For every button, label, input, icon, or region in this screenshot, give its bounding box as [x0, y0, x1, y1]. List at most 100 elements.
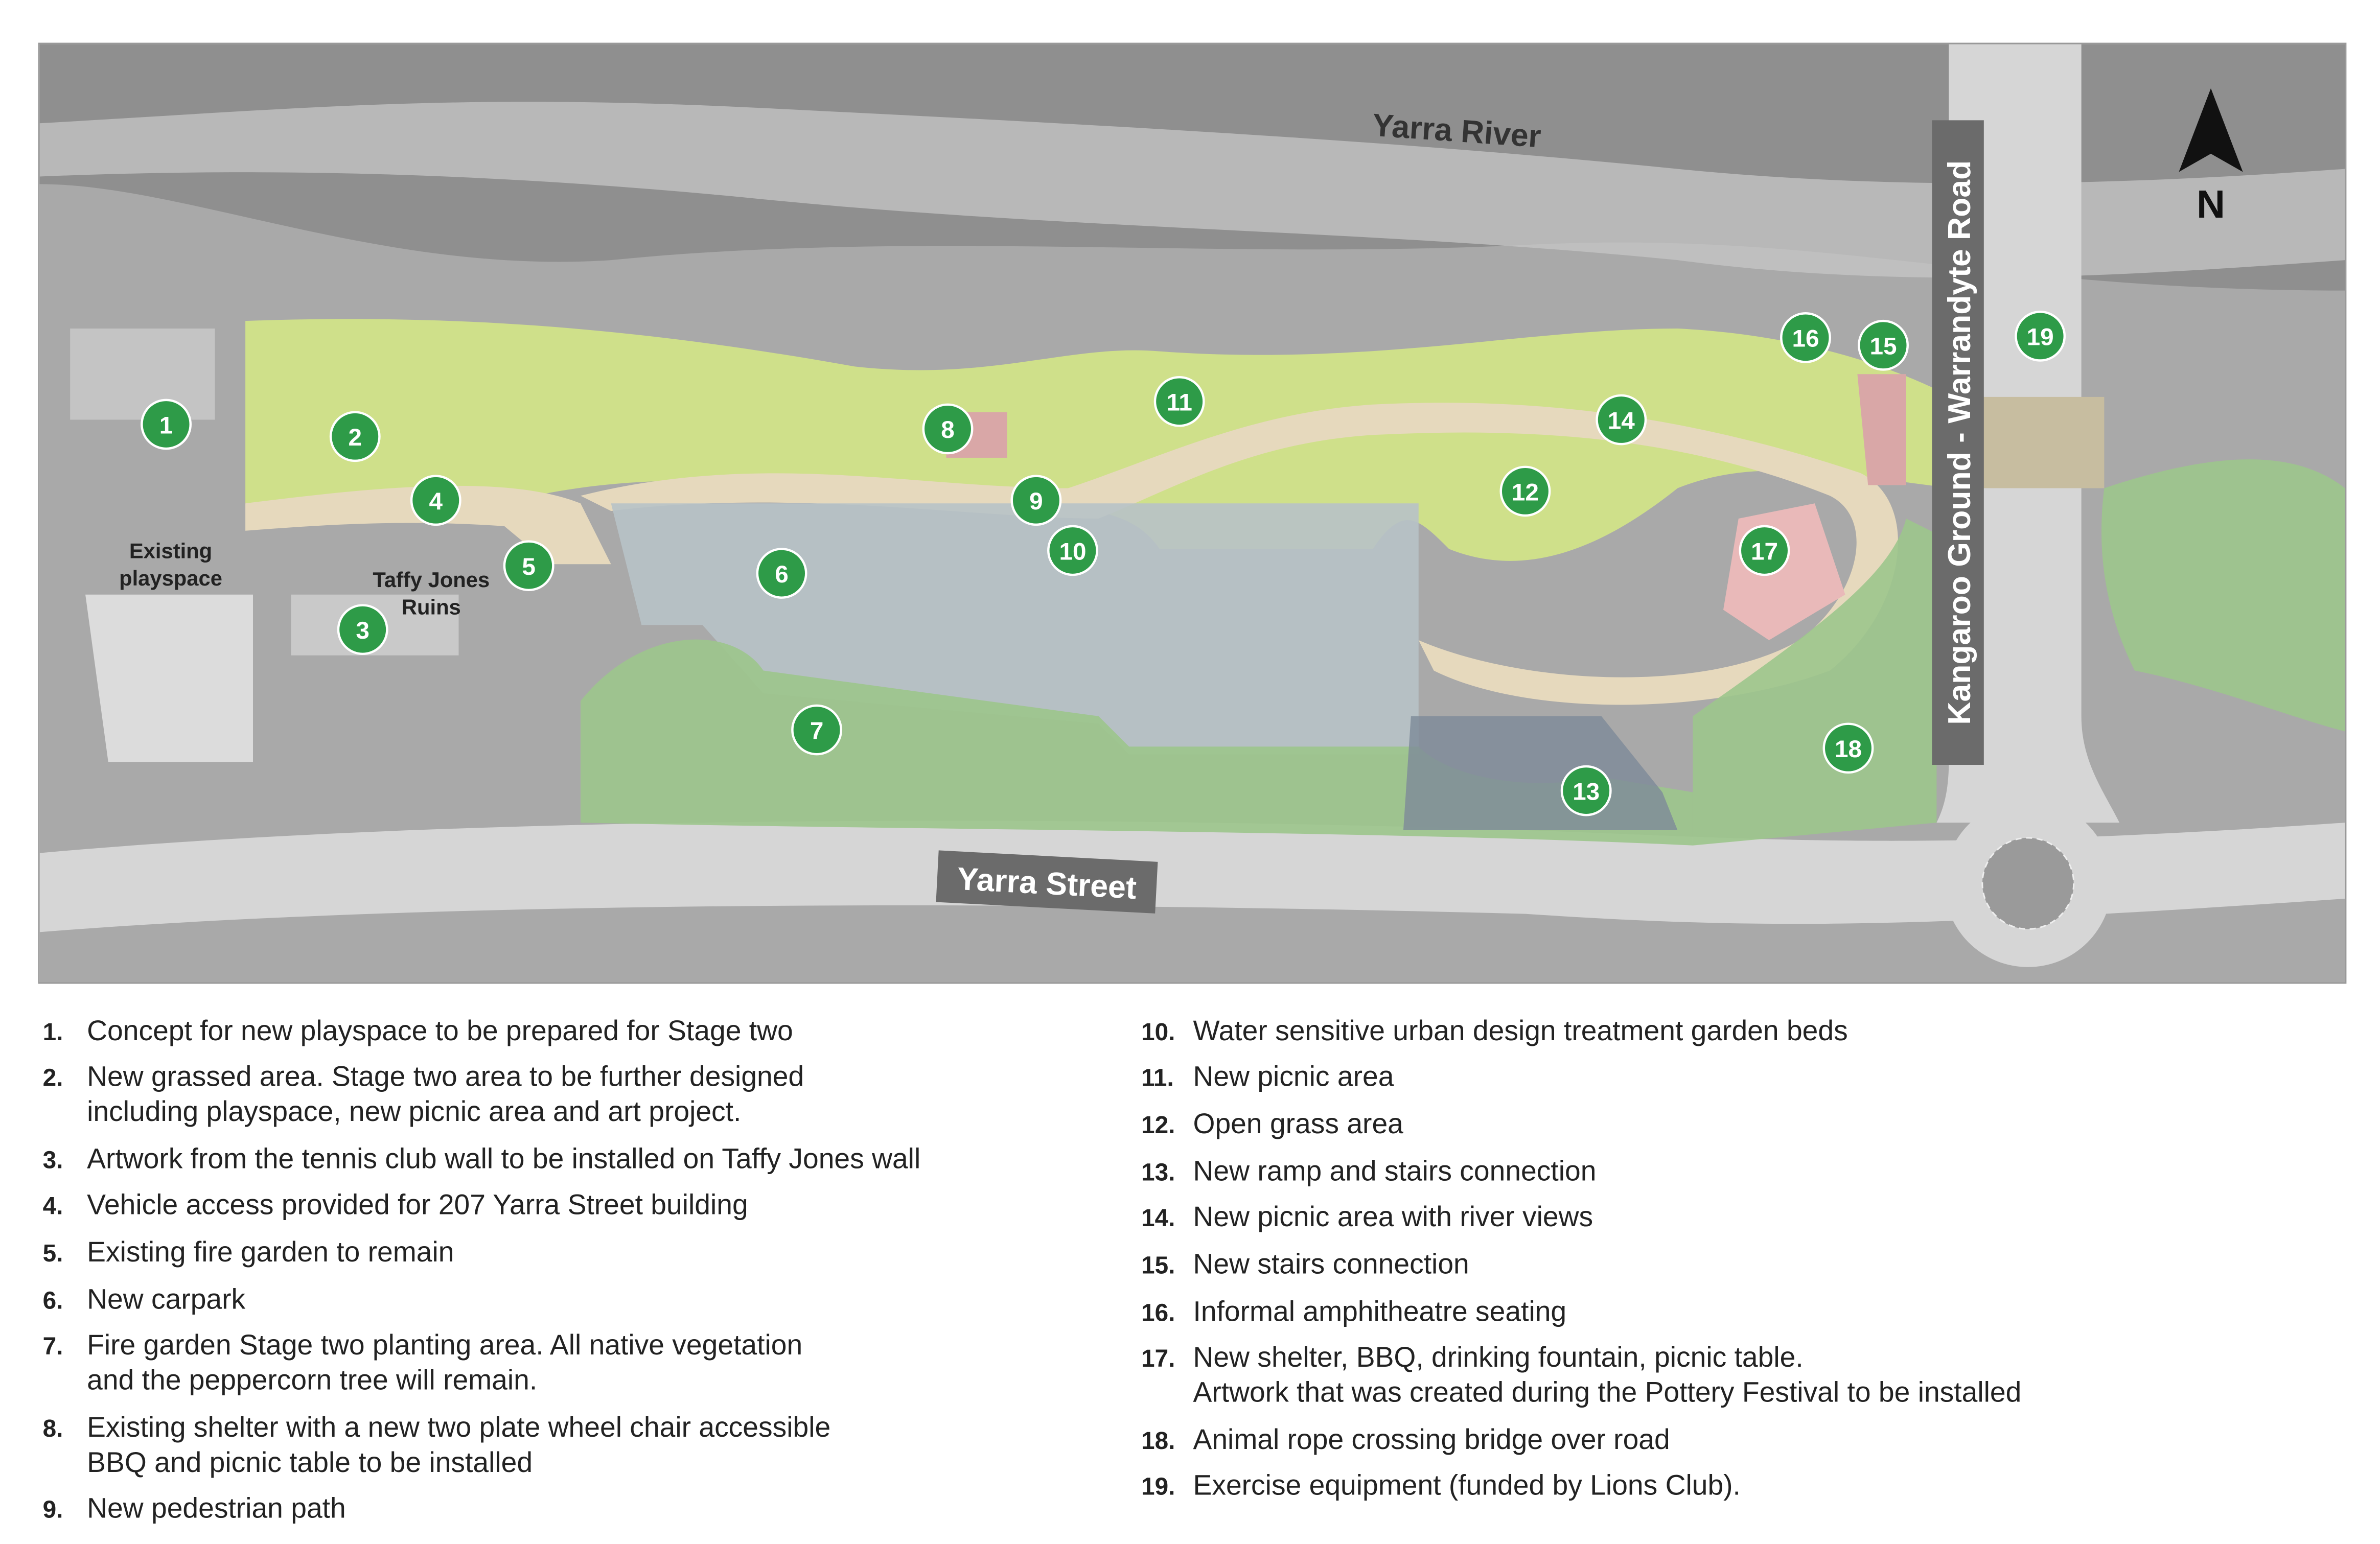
legend-line: Fire garden Stage two planting area. All…: [87, 1328, 803, 1361]
legend-text: New grassed area. Stage two area to be f…: [87, 1059, 804, 1129]
legend-text: Water sensitive urban design treatment g…: [1193, 1013, 1848, 1048]
legend-line: including playspace, new picnic area and…: [87, 1095, 742, 1128]
marker-number: 19: [2027, 324, 2054, 351]
legend-number: 19.: [1141, 1475, 1175, 1501]
marker-circle: [756, 548, 807, 599]
legend-number: 12.: [1141, 1113, 1175, 1140]
existing-playspace-area: [70, 329, 215, 420]
legend-line: Concept for new playspace to be prepared…: [87, 1014, 793, 1046]
legend-text: New pedestrian path: [87, 1490, 346, 1526]
legend-text: Concept for new playspace to be prepared…: [87, 1013, 793, 1048]
marker-number: 7: [810, 717, 824, 744]
legend-line: New picnic area: [1193, 1060, 1394, 1092]
marker-number: 5: [522, 553, 536, 580]
roundabout-island: [1981, 837, 2075, 930]
legend-text: Animal rope crossing bridge over road: [1193, 1421, 1670, 1457]
legend-text: New ramp and stairs connection: [1193, 1153, 1597, 1188]
marker-circle: [1560, 765, 1612, 816]
legend-number: 2.: [42, 1066, 63, 1092]
marker-number: 12: [1512, 479, 1539, 506]
marker-circle: [1822, 722, 1874, 774]
playspace-label-1: Existing: [129, 539, 212, 563]
legend-line: Open grass area: [1193, 1107, 1403, 1140]
marker-16: 16: [1780, 312, 1831, 363]
legend-number: 13.: [1141, 1160, 1175, 1187]
legend-text: Vehicle access provided for 207 Yarra St…: [87, 1187, 748, 1222]
legend-number: 4.: [42, 1194, 63, 1221]
marker-number: 4: [429, 488, 443, 515]
legend-line: and the peppercorn tree will remain.: [87, 1363, 538, 1396]
legend-number: 17.: [1141, 1347, 1175, 1373]
legend-line: Informal amphitheatre seating: [1193, 1295, 1567, 1327]
river-water: [39, 102, 2345, 278]
marker-11: 11: [1153, 376, 1205, 427]
legend-line: New picnic area with river views: [1193, 1200, 1593, 1233]
legend-number: 3.: [42, 1148, 63, 1175]
legend-line: Animal rope crossing bridge over road: [1193, 1423, 1670, 1455]
marker-circle: [1780, 312, 1831, 363]
legend-text: New picnic area with river views: [1193, 1199, 1593, 1234]
legend-text: Informal amphitheatre seating: [1193, 1294, 1567, 1329]
marker-14: 14: [1596, 394, 1647, 446]
marker-number: 3: [356, 617, 369, 644]
legend-text: Existing shelter with a new two plate wh…: [87, 1409, 830, 1479]
legend-line: New ramp and stairs connection: [1193, 1154, 1597, 1187]
legend-line: Existing shelter with a new two plate wh…: [87, 1411, 831, 1443]
ruins-label-1: Taffy Jones: [373, 568, 490, 592]
marker-18: 18: [1822, 722, 1874, 774]
yarra-street-road: [39, 821, 2345, 932]
marker-7: 7: [791, 704, 843, 756]
site-map: Yarra River Yarra Street Kangaroo Ground…: [38, 42, 2347, 984]
legend-line: BBQ and picnic table to be installed: [87, 1446, 533, 1478]
legend-line: New shelter, BBQ, drinking fountain, pic…: [1193, 1341, 1804, 1373]
legend-text: Open grass area: [1193, 1106, 1403, 1141]
legend-line: Artwork from the tennis club wall to be …: [87, 1142, 921, 1175]
marker-circle: [1499, 465, 1551, 517]
marker-number: 9: [1029, 488, 1043, 515]
marker-number: 10: [1059, 538, 1086, 565]
east-planting: [1693, 518, 1937, 846]
legend-number: 18.: [1141, 1429, 1175, 1455]
legend-text: New shelter, BBQ, drinking fountain, pic…: [1193, 1339, 2022, 1409]
marker-circle: [1858, 319, 1909, 371]
marker-number: 2: [348, 424, 362, 451]
legend-text: New picnic area: [1193, 1059, 1394, 1094]
marker-17: 17: [1739, 525, 1790, 576]
legend-number: 14.: [1141, 1206, 1175, 1233]
marker-number: 16: [1792, 325, 1819, 353]
marker-number: 17: [1751, 538, 1778, 565]
legend-line: Water sensitive urban design treatment g…: [1193, 1014, 1848, 1046]
marker-circle: [1596, 394, 1647, 446]
legend-number: 11.: [1141, 1066, 1174, 1092]
legend-text: Existing fire garden to remain: [87, 1234, 454, 1269]
marker-circle: [503, 540, 554, 592]
marker-circle: [1010, 475, 1062, 526]
legend-number: 6.: [42, 1289, 63, 1315]
marker-1: 1: [141, 399, 192, 450]
marker-circle: [337, 604, 388, 656]
marker-number: 15: [1870, 333, 1897, 360]
marker-circle: [1047, 525, 1098, 576]
road-label-tag: Kangaroo Ground - Warrandyte Road: [1932, 120, 1984, 765]
marker-5: 5: [503, 540, 554, 592]
legend-text: New carpark: [87, 1281, 245, 1317]
marker-13: 13: [1560, 765, 1612, 816]
legend-number: 15.: [1141, 1253, 1175, 1280]
legend-text: Exercise equipment (funded by Lions Club…: [1193, 1467, 1741, 1503]
marker-number: 18: [1835, 736, 1862, 763]
marker-19: 19: [2015, 311, 2066, 362]
legend-line: New pedestrian path: [87, 1491, 346, 1524]
north-label: N: [2197, 182, 2225, 226]
legend-line: Exercise equipment (funded by Lions Club…: [1193, 1468, 1741, 1501]
playspace-label-2: playspace: [119, 566, 222, 590]
legend-number: 16.: [1141, 1301, 1175, 1327]
vehicle-access-path: [245, 485, 611, 565]
stairs-connection: [1857, 374, 1906, 485]
marker-circle: [791, 704, 843, 756]
legend-line: New carpark: [87, 1282, 246, 1315]
marker-8: 8: [922, 403, 974, 455]
marker-circle: [1739, 525, 1790, 576]
legend-text: Fire garden Stage two planting area. All…: [87, 1327, 802, 1397]
marker-number: 8: [941, 416, 955, 443]
legend-line: Vehicle access provided for 207 Yarra St…: [87, 1188, 748, 1221]
